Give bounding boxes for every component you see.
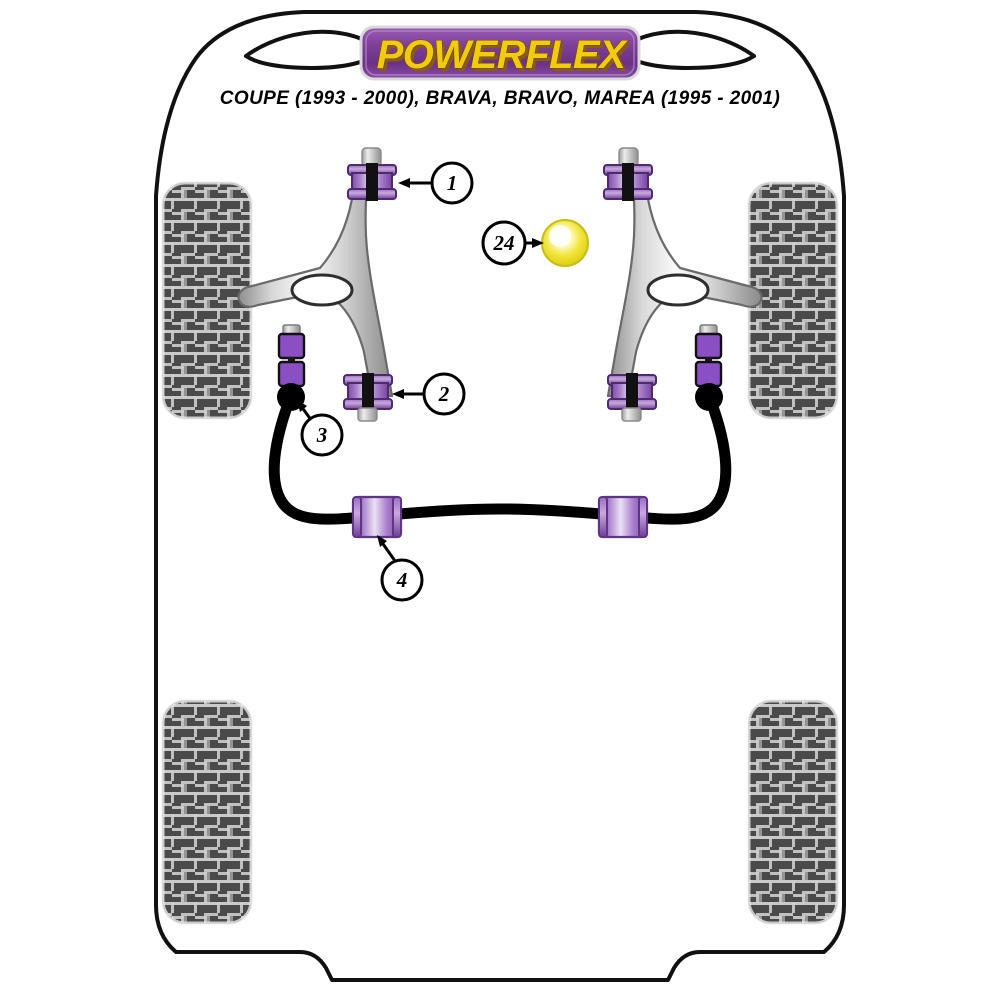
front-lower-wishbone-right (606, 174, 763, 398)
yellow-round-bush (541, 219, 589, 267)
callout-arrow-1 (398, 178, 432, 188)
powerflex-logo: POWERFLEX POWERFLEX (359, 25, 641, 81)
front-wishbone-rear-bush-right (607, 373, 657, 422)
logo-plate (359, 25, 641, 81)
callout-arrow-4 (377, 535, 397, 562)
callout-marker-2[interactable]: 2 (422, 372, 466, 416)
front-wishbone-front-bush-right (603, 147, 653, 201)
callout-label-4: 4 (396, 568, 408, 592)
rear-right-wheel (747, 699, 839, 925)
drop-link-ball-joint-right (695, 383, 723, 411)
front-anti-roll-bar (268, 390, 732, 525)
callout-label-2: 2 (438, 382, 450, 406)
front-wishbone-rear-bush-left (343, 373, 393, 422)
front-right-wheel (747, 181, 839, 420)
vehicle-model-subtitle: COUPE (1993 - 2000), BRAVA, BRAVO, MAREA… (220, 88, 780, 109)
callout-marker-1[interactable]: 1 (430, 161, 474, 205)
wishbone-hole-left (290, 273, 354, 307)
callout-marker-3[interactable]: 3 (300, 413, 344, 457)
rear-left-wheel (161, 699, 253, 925)
callout-label-24: 24 (493, 231, 515, 255)
anti-roll-bar-drop-link-right (694, 324, 723, 411)
front-lower-wishbone-left (237, 174, 394, 398)
car-body-outline (154, 10, 846, 982)
front-anti-roll-bar-mounting-bush-left (351, 495, 403, 539)
logo-text: POWERFLEX (377, 33, 629, 77)
anti-roll-bar-drop-link-left (277, 324, 306, 411)
callout-label-3: 3 (316, 423, 328, 447)
wishbone-hole-right (646, 273, 710, 307)
logo-text-shadow: POWERFLEX (380, 36, 632, 80)
callout-marker-4[interactable]: 4 (380, 558, 424, 602)
callout-arrow-2 (392, 389, 424, 399)
callout-marker-24[interactable]: 24 (481, 220, 527, 266)
front-anti-roll-bar-mounting-bush-right (597, 495, 649, 539)
front-left-wheel (161, 181, 253, 420)
front-wishbone-front-bush-left (347, 147, 397, 201)
callout-label-1: 1 (447, 171, 458, 195)
